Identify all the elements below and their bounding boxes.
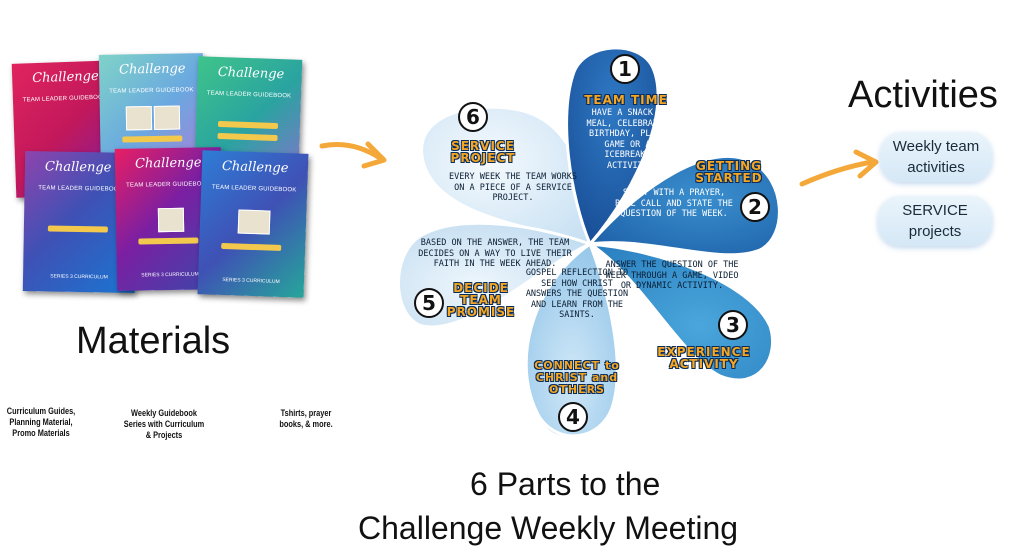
materials-caption: Curriculum Guides, Planning Material, Pr… bbox=[6, 406, 76, 438]
petal-1 bbox=[565, 46, 660, 247]
part-description: Every week the team works on a piece of … bbox=[449, 172, 577, 203]
part-number-badge: 2 bbox=[740, 192, 770, 222]
book-logo: Challenge bbox=[44, 159, 112, 176]
book-logo: Challenge bbox=[221, 158, 289, 177]
book-footer: SERIES 3 CURRICULUM bbox=[222, 276, 280, 285]
part-number-badge: 3 bbox=[718, 310, 748, 340]
part-title: TEAM TIME bbox=[584, 93, 668, 107]
activities-heading: Activities bbox=[848, 74, 998, 116]
part-description: Based on the answer, the team decides on… bbox=[418, 238, 572, 269]
materials-caption: Tshirts, prayer books, & more. bbox=[279, 408, 333, 429]
materials-caption: Weekly Guidebook Series with Curriculum … bbox=[123, 408, 205, 440]
part-title: DECIDE TEAM PROMISE bbox=[446, 281, 516, 319]
part-number-badge: 1 bbox=[610, 54, 640, 84]
part-number-badge: 6 bbox=[458, 102, 488, 132]
book-label bbox=[122, 135, 183, 143]
part-description: Answer the question of the week through … bbox=[605, 260, 739, 291]
book-logo: Challenge bbox=[31, 68, 99, 87]
part-description: Start with a prayer, roll call and state… bbox=[615, 188, 733, 219]
book-photo bbox=[157, 207, 185, 233]
petal-3 bbox=[589, 242, 775, 382]
book-title: TEAM LEADER GUIDEBOOK bbox=[206, 90, 292, 100]
book-label bbox=[138, 237, 199, 245]
book-logo: Challenge bbox=[118, 61, 186, 78]
book-label bbox=[221, 242, 282, 251]
book-label bbox=[47, 225, 108, 233]
materials-heading: Materials bbox=[76, 320, 231, 362]
guidebook-cover: Challenge TEAM LEADER GUIDEBOOK SERIES 3… bbox=[197, 150, 309, 298]
part-title: CONNECT to CHRIST and OTHERS bbox=[534, 359, 620, 396]
book-photo bbox=[237, 209, 271, 235]
book-logo: Challenge bbox=[134, 155, 202, 172]
arrow-to-activities-icon bbox=[799, 149, 879, 187]
petal-5 bbox=[397, 221, 595, 329]
part-number-badge: 4 bbox=[558, 402, 588, 432]
book-label bbox=[217, 132, 278, 142]
part-description: Gospel reflection to see how Christ answ… bbox=[525, 268, 629, 320]
book-logo: Challenge bbox=[217, 64, 285, 83]
activity-pill: SERVICE projects bbox=[878, 196, 992, 246]
part-title: SERVICE PROJECT bbox=[450, 139, 516, 165]
part-number-badge: 5 bbox=[414, 288, 444, 318]
part-title: GETTING STARTED bbox=[695, 159, 763, 185]
part-title: EXPERIENCE ACTIVITY bbox=[657, 345, 751, 371]
part-description: Have a snack or meal, celebrate a birthd… bbox=[586, 108, 674, 171]
meeting-flower-diagram bbox=[397, 46, 781, 439]
arrow-to-flower-icon bbox=[319, 141, 387, 169]
activity-pill: Weekly team activities bbox=[880, 132, 992, 182]
book-title: TEAM LEADER GUIDEBOOK bbox=[109, 87, 194, 95]
book-title: TEAM LEADER GUIDEBOOK bbox=[211, 184, 297, 194]
book-photo bbox=[125, 106, 153, 131]
book-photo bbox=[153, 105, 181, 130]
petal-2 bbox=[586, 155, 781, 257]
meeting-heading-line1: 6 Parts to the bbox=[470, 466, 661, 502]
book-label bbox=[217, 120, 279, 130]
meeting-heading-line2: Challenge Weekly Meeting bbox=[358, 510, 739, 546]
